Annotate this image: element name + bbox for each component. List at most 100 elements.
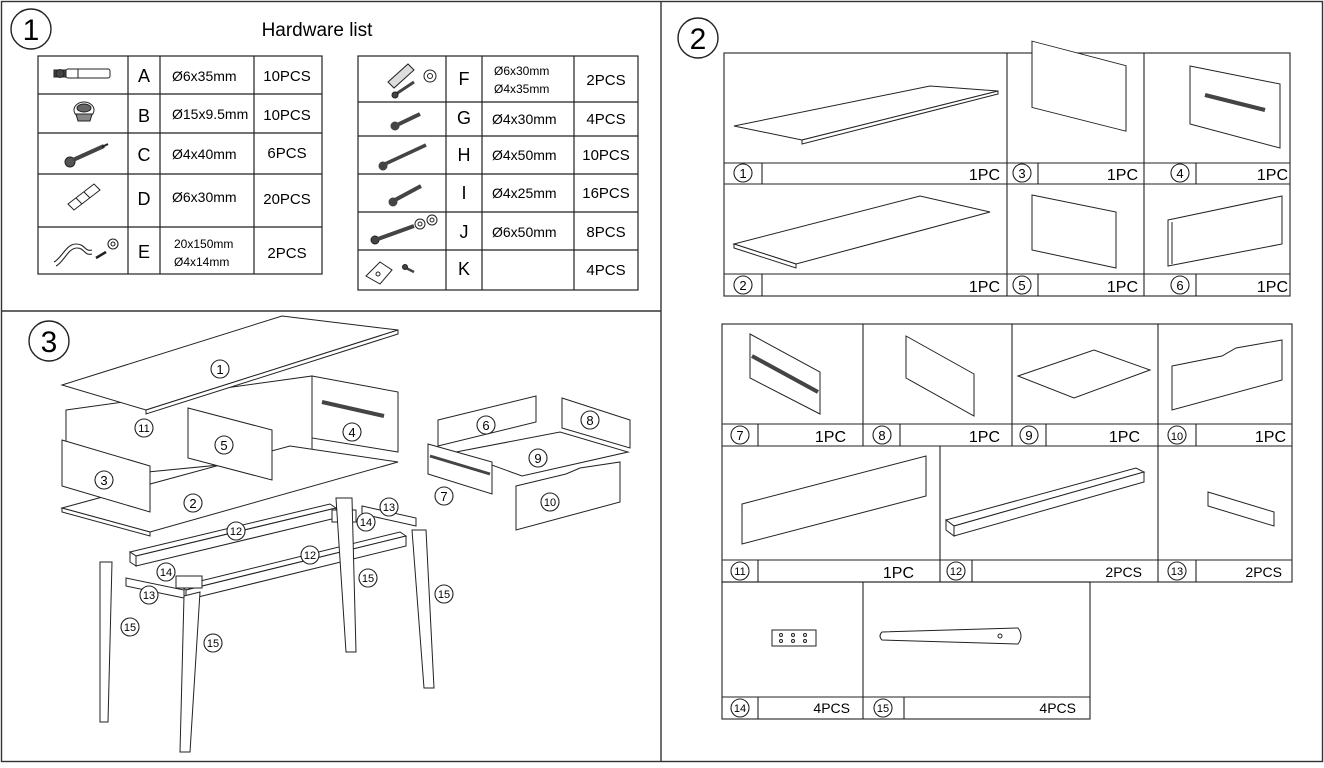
hw-spec-g: Ø4x30mm <box>492 111 557 127</box>
part-qty-7: 1PC <box>815 429 846 446</box>
part-qty-10: 1PC <box>1255 429 1286 446</box>
step-2-section: 2 1 <box>677 17 1293 720</box>
part-num-13: 13 <box>1171 566 1183 578</box>
callout-15-c: 15 <box>124 622 136 634</box>
hw-letter-k: K <box>458 259 470 279</box>
part-qty-13: 2PCS <box>1245 564 1282 580</box>
part-num-6: 6 <box>1176 278 1183 293</box>
part-10-drawer-front <box>1171 339 1283 411</box>
part-num-5: 5 <box>1018 278 1025 293</box>
callout-3: 3 <box>100 473 107 488</box>
part-6-rail-panel <box>1167 195 1283 267</box>
callout-1: 1 <box>216 362 223 377</box>
hw-qty-b: 10PCS <box>263 107 311 124</box>
part-2-bottom-panel <box>732 195 991 265</box>
hw-qty-j: 8PCS <box>586 224 625 241</box>
part-num-7: 7 <box>736 428 743 443</box>
bolt-washer-icon <box>370 214 438 245</box>
part-3-side-panel <box>1031 40 1127 132</box>
anchor-screw-washer-icon <box>387 63 437 99</box>
part-qty-8: 1PC <box>969 429 1000 446</box>
part-9-drawer-bottom <box>1016 349 1152 399</box>
hw-spec-a: Ø6x35mm <box>172 68 237 84</box>
hardware-table-left <box>37 55 323 275</box>
callout-2: 2 <box>189 496 196 511</box>
callout-11: 11 <box>138 423 149 435</box>
callout-12-front: 12 <box>304 550 316 562</box>
long-screw-icon <box>378 143 427 171</box>
part-qty-2: 1PC <box>969 279 1000 296</box>
step-1-number: 1 <box>23 14 40 47</box>
hw-qty-c: 6PCS <box>267 145 306 162</box>
hw-letter-d: D <box>138 189 151 209</box>
part-8-drawer-side <box>905 335 975 417</box>
hw-spec-f-2: Ø4x35mm <box>494 82 549 96</box>
part-qty-4: 1PC <box>1257 167 1288 184</box>
assembly-drawing <box>60 315 631 753</box>
callout-14-right: 14 <box>360 517 372 529</box>
callout-15-b: 15 <box>438 589 450 601</box>
part-4-back-panel <box>1189 65 1281 149</box>
step-1-section: 1 Hardware list A Ø6x35mm 10PCS B Ø15x9.… <box>10 8 639 291</box>
hw-letter-a: A <box>138 66 150 86</box>
small-screw-icon <box>388 184 422 207</box>
dowel-pin-icon <box>53 68 111 79</box>
hw-qty-g: 4PCS <box>586 111 625 128</box>
part-1-top-panel <box>733 85 999 141</box>
parts-panel-b <box>721 323 1293 720</box>
assembly-callouts: 1 11 5 4 6 8 3 2 9 7 10 13 14 12 12 14 1… <box>94 359 600 653</box>
callout-10: 10 <box>544 497 556 509</box>
parts-panel-b-labels: 7 1PC 8 1PC 9 1PC 10 1PC 11 1PC 12 2PCS … <box>730 425 1286 718</box>
callout-15-a: 15 <box>362 573 374 585</box>
callout-4: 4 <box>348 425 355 440</box>
callout-5: 5 <box>220 438 227 453</box>
hw-qty-i: 16PCS <box>582 185 630 202</box>
corner-bracket-icon <box>365 261 415 285</box>
part-num-4: 4 <box>1176 166 1183 181</box>
part-qty-11: 1PC <box>883 565 914 582</box>
part-qty-1: 1PC <box>969 167 1000 184</box>
hardware-table-right <box>357 55 639 291</box>
hardware-right-rows: F Ø6x30mm Ø4x35mm 2PCS G Ø4x30mm 4PCS H … <box>457 64 630 279</box>
hw-qty-d: 20PCS <box>263 191 311 208</box>
callout-6: 6 <box>482 418 489 433</box>
callout-8: 8 <box>586 413 593 428</box>
part-12-long-rail <box>944 467 1146 527</box>
part-qty-9: 1PC <box>1109 429 1140 446</box>
callout-13-right: 13 <box>383 502 395 514</box>
wooden-dowel-icon <box>67 183 101 211</box>
part-qty-5: 1PC <box>1107 279 1138 296</box>
part-num-15: 15 <box>877 703 889 715</box>
part-num-14: 14 <box>734 703 746 715</box>
step-2-number: 2 <box>690 23 707 56</box>
hw-spec-h: Ø4x50mm <box>492 147 557 163</box>
hw-spec-d: Ø6x30mm <box>172 189 237 205</box>
part-num-1: 1 <box>739 166 746 181</box>
hardware-left-rows: A Ø6x35mm 10PCS B Ø15x9.5mm 10PCS C Ø4x4… <box>138 66 311 269</box>
callout-13-left: 13 <box>143 590 155 602</box>
part-num-12: 12 <box>950 566 962 578</box>
part-qty-6: 1PC <box>1257 279 1288 296</box>
step-3-circle <box>28 320 70 362</box>
hw-letter-f: F <box>459 69 470 89</box>
hw-spec-j: Ø6x50mm <box>492 224 557 240</box>
hw-spec-i: Ø4x25mm <box>492 185 557 201</box>
part-qty-12: 2PCS <box>1105 564 1142 580</box>
hw-qty-f: 2PCS <box>586 72 625 89</box>
callout-9: 9 <box>534 451 541 466</box>
part-num-2: 2 <box>739 278 746 293</box>
hw-letter-i: I <box>461 183 466 203</box>
callout-12-back: 12 <box>230 526 242 538</box>
hw-qty-h: 10PCS <box>582 147 630 164</box>
hw-letter-b: B <box>138 106 150 126</box>
wood-screw-icon <box>64 143 109 168</box>
hw-spec-c: Ø4x40mm <box>172 146 237 162</box>
hw-spec-f-1: Ø6x30mm <box>494 64 549 78</box>
callout-15-d: 15 <box>207 638 219 650</box>
part-14-metal-plate <box>771 629 817 647</box>
part-15-table-leg <box>879 627 1022 645</box>
callout-14-left: 14 <box>160 567 172 579</box>
hw-qty-a: 10PCS <box>263 68 311 85</box>
